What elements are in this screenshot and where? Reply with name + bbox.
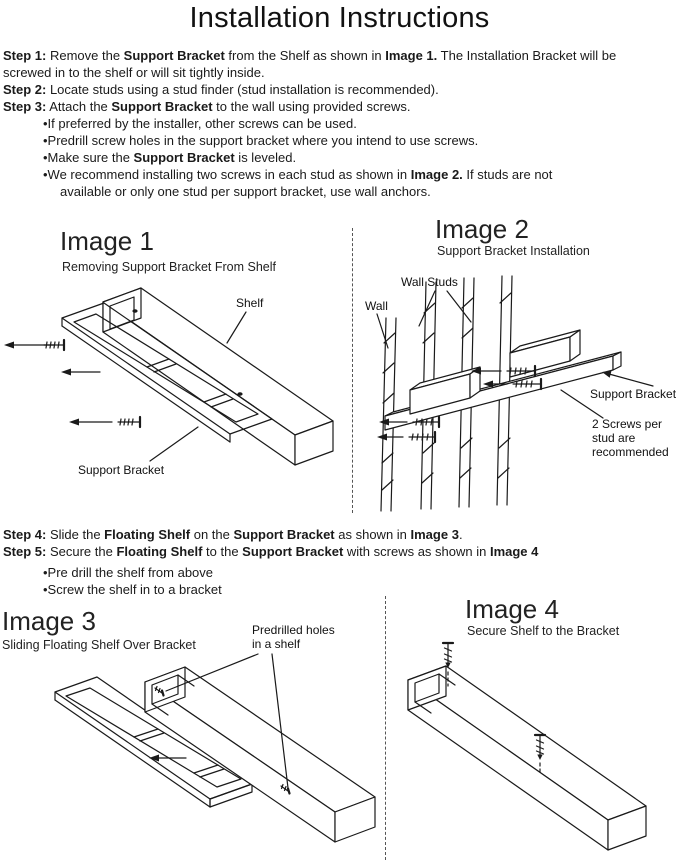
floating-shelf-drawing [407,665,647,851]
text-segment: Support Bracket [123,48,225,63]
step-3-bullet-3: •Make sure the Support Bracket is levele… [43,149,605,166]
removal-arrows-and-screws [4,338,142,429]
text-segment: to the wall using provided screws. [212,99,411,114]
support-bracket-drawing [61,302,273,443]
image2-label-leaders [376,290,654,419]
steps-bottom-block: Step 4: Slide the Floating Shelf on the … [3,526,653,598]
text-segment: •If preferred by the installer, other sc… [43,116,357,131]
text-segment: Secure the [46,544,117,559]
step-2: Step 2: Locate studs using a stud finder… [3,81,653,98]
screws-note-line3: recommended [592,445,669,459]
text-segment: Attach the [46,99,112,114]
text-segment: •Pre drill the shelf from above [43,565,214,580]
text-segment: Support Bracket [242,544,344,559]
image2-caption: Support Bracket Installation [437,244,590,258]
predrilled-holes-label-line1: Predrilled holes [252,623,335,637]
image3-label-leaders [165,653,289,789]
shelf-label: Shelf [236,296,264,310]
image1-heading: Image 1 [60,226,154,256]
figure-row2-divider [385,596,386,860]
text-segment: to the [202,544,243,559]
step-5-bullet-1: •Pre drill the shelf from above [43,564,605,581]
figure-row1-divider [352,228,353,513]
image3-heading: Image 3 [2,606,96,636]
step-5-bullet-2: •Screw the shelf in to a bracket [43,581,605,598]
image3-diagram: Predrilled holes in a shelf [54,623,376,843]
screw-glyph-2 [117,415,142,429]
text-segment: Step 1: [3,48,47,63]
text-segment: If studs are not available or only one s… [60,167,553,199]
predrilled-hole-screw-1 [154,685,165,697]
text-segment: on the [190,527,234,542]
text-segment: Image 1. [385,48,438,63]
text-segment: . [458,527,463,542]
text-segment: from the Shelf as shown in [224,48,386,63]
predrilled-holes-label-line2: in a shelf [252,637,301,651]
text-segment: as shown in [334,527,411,542]
text-segment: Floating Shelf [116,544,203,559]
text-segment: Step 4: [3,527,47,542]
text-segment: Support Bracket [133,150,235,165]
wall-studs-label: Wall Studs [401,275,458,289]
step-3-bullet-2: •Predrill screw holes in the support bra… [43,132,605,149]
floating-shelf-drawing [144,666,376,843]
screws-note-line2: stud are [592,431,636,445]
screw-glyph-1 [43,338,66,352]
text-segment: is leveled. [234,150,297,165]
text-segment: Step 5: [3,544,47,559]
text-segment: •We recommend installing two screws in e… [43,167,411,182]
screws-note-line1: 2 Screws per [592,417,662,431]
step-4: Step 4: Slide the Floating Shelf on the … [3,526,653,543]
text-segment: Support Bracket [233,527,335,542]
support-bracket-label: Support Bracket [78,463,165,477]
image1-diagram: Shelf Support Bracket [4,287,334,477]
image4-caption: Secure Shelf to the Bracket [467,624,620,638]
text-segment: Image 2. [410,167,463,182]
step-3-bullet-4: •We recommend installing two screws in e… [43,166,605,200]
image4-heading: Image 4 [465,594,559,624]
support-bracket-label: Support Bracket [590,387,677,401]
block-a-screws [471,364,543,391]
shelf-drawing [102,287,334,466]
removal-arrow-2 [61,368,101,376]
image1-caption: Removing Support Bracket From Shelf [62,260,276,274]
step-5: Step 5: Secure the Floating Shelf to the… [3,543,653,560]
slide-direction-arrow [149,754,187,762]
step-1: Step 1: Remove the Support Bracket from … [3,47,653,81]
removal-arrow-3 [69,418,113,426]
text-segment: Floating Shelf [104,527,191,542]
mounting-block-b [409,366,481,415]
image4-diagram [407,641,647,851]
text-segment: Image 3 [410,527,459,542]
page-title: Installation Instructions [189,2,490,34]
step-3: Step 3: Attach the Support Bracket to th… [3,98,653,115]
securing-screw-1 [441,641,455,687]
image2-heading: Image 2 [435,214,529,244]
steps-top-block: Step 1: Remove the Support Bracket from … [3,47,653,200]
text-segment: Slide the [46,527,105,542]
text-segment: Step 3: [3,99,47,114]
image1-label-leaders [149,311,247,462]
text-segment: Remove the [46,48,124,63]
text-segment: with screws as shown in [343,544,490,559]
image2-diagram: Wall Studs Wall Support Bracket 2 Screws… [365,275,677,512]
block-b-screws [377,415,441,444]
text-segment: The Installation Bracket will be screwed… [3,48,617,80]
text-segment: Support Bracket [111,99,213,114]
wall-label: Wall [365,299,388,313]
image3-caption: Sliding Floating Shelf Over Bracket [2,638,196,652]
text-segment: Locate studs using a stud finder (stud i… [46,82,439,97]
text-segment: Image 4 [489,544,539,559]
securing-screw-2 [533,733,547,775]
text-segment: •Screw the shelf in to a bracket [43,582,222,597]
text-segment: •Make sure the [43,150,134,165]
text-segment: •Predrill screw holes in the support bra… [43,133,479,148]
text-segment: Step 2: [3,82,47,97]
predrilled-hole-screw-2 [280,783,291,795]
step-3-bullet-1: •If preferred by the installer, other sc… [43,115,605,132]
mounting-block-a [509,329,581,378]
